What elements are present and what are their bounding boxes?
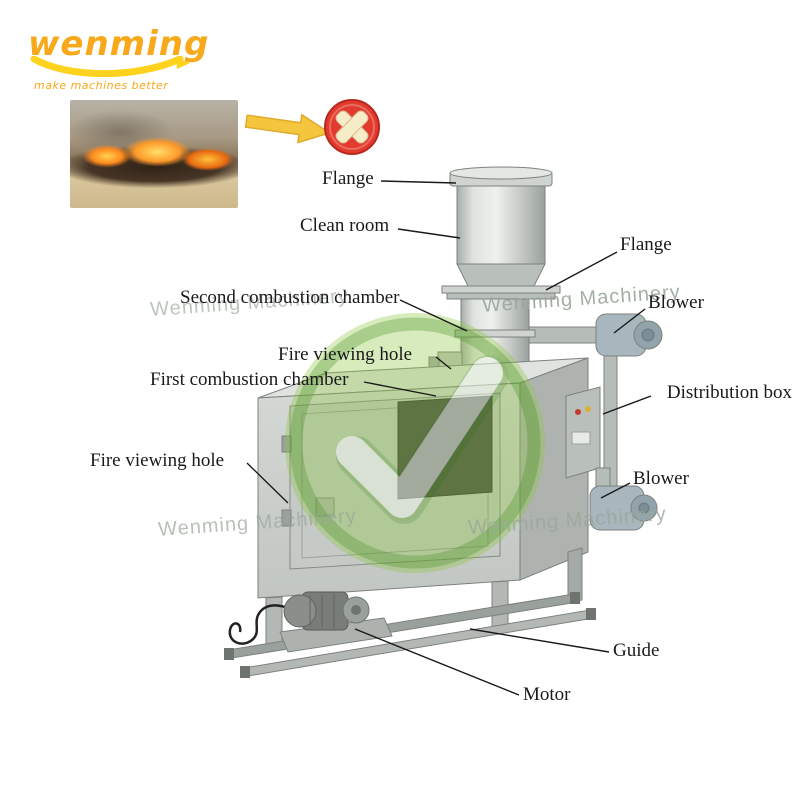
fire-viewing-hole-lower-part — [315, 497, 335, 517]
logo-swoosh-icon — [30, 56, 190, 78]
blower-top-part — [595, 313, 663, 357]
motor-part — [228, 591, 393, 653]
label-first-combustion-chamber: First combustion chamber — [150, 369, 349, 390]
label-blower-top: Blower — [648, 292, 704, 313]
label-blower-bottom: Blower — [633, 468, 689, 489]
label-flange-top: Flange — [322, 168, 374, 189]
air-pipe-top — [526, 326, 608, 344]
label-clean-room: Clean room — [300, 215, 390, 236]
label-motor: Motor — [523, 684, 571, 705]
label-second-combustion-chamber: Second combustion chamber — [180, 287, 400, 308]
logo-brand-text: wenming — [28, 24, 210, 64]
clean-room-part — [449, 166, 553, 287]
label-fire-viewing-hole-upper: Fire viewing hole — [278, 344, 413, 365]
distribution-box-part — [565, 386, 601, 479]
no-burning-icon — [324, 99, 380, 155]
label-flange-side: Flange — [620, 234, 672, 255]
label-guide: Guide — [613, 640, 660, 661]
open-burning-photo — [70, 100, 238, 208]
label-distribution-box: Distribution box — [666, 382, 792, 403]
motor-cable — [228, 604, 301, 645]
logo-tagline-text: make machines better — [34, 79, 169, 92]
logo: wenming make machines better — [28, 26, 218, 92]
arrow-right-icon — [244, 113, 332, 144]
label-fire-viewing-hole-lower: Fire viewing hole — [90, 450, 225, 471]
check-watermark-icon — [285, 313, 545, 573]
